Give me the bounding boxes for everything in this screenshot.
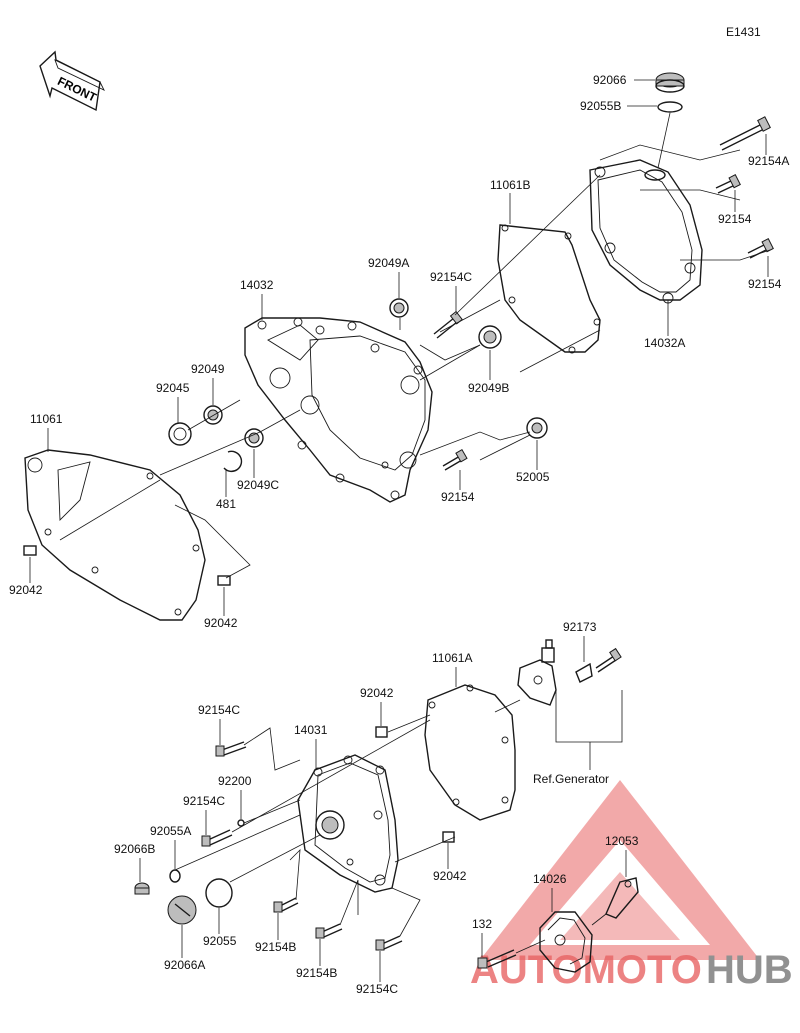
chain-guard-14026	[539, 911, 593, 973]
circlip-481	[223, 450, 243, 473]
oil-seal-92049B	[478, 325, 502, 349]
bolt-92154C-lower-2	[201, 829, 233, 847]
label-14031: 14031	[294, 723, 328, 737]
label-92154B-a: 92154B	[255, 940, 296, 954]
dowel-pin-92042-left	[23, 545, 37, 556]
label-14026: 14026	[533, 872, 567, 886]
label-132: 132	[472, 917, 492, 931]
label-92049C: 92049C	[237, 478, 279, 492]
label-11061A: 11061A	[432, 651, 472, 665]
generator-pickup-bracket	[517, 639, 557, 706]
label-52005: 52005	[516, 470, 550, 484]
label-92154C-bottom: 92154C	[356, 982, 398, 996]
label-11061B: 11061B	[490, 178, 530, 192]
bolt-92154B-a	[273, 897, 299, 913]
bolt-92154C-lower-1	[215, 741, 247, 757]
gasket-11061B	[497, 224, 601, 354]
watermark-text-left: AUTOMOTO	[470, 948, 702, 992]
bolt-92173	[595, 647, 622, 673]
label-92042-right: 92042	[204, 616, 238, 630]
clutch-cover-14031	[297, 754, 399, 893]
oil-seal-52005	[526, 417, 548, 439]
o-ring-92055B	[657, 101, 683, 113]
label-92154B-b: 92154B	[296, 966, 337, 980]
label-92066: 92066	[593, 73, 627, 87]
label-11061: 11061	[30, 412, 63, 426]
o-ring-92200	[237, 819, 245, 827]
dowel-pin-92042-lower-bottom	[442, 831, 455, 843]
plug-92066B	[134, 882, 150, 895]
front-arrow-icon: FRONT	[39, 50, 105, 112]
label-92154-lower: 92154	[748, 277, 782, 291]
watermark-triangle-mid	[560, 872, 680, 940]
crankcase-cover-14032	[244, 317, 433, 503]
bolt-92154-mid	[442, 448, 468, 471]
label-92055: 92055	[203, 934, 237, 948]
bolt-92154-lower	[747, 238, 774, 259]
label-92173: 92173	[563, 620, 597, 634]
label-14032: 14032	[240, 278, 274, 292]
bearing-92045	[168, 422, 192, 446]
o-ring-92055	[205, 878, 233, 908]
bolt-92154C-bottom	[375, 935, 403, 951]
bracket-12053	[605, 877, 639, 919]
label-92154-mid: 92154	[441, 490, 475, 504]
watermark-triangle-inner	[530, 840, 710, 945]
label-92042-lower-top: 92042	[360, 686, 394, 700]
label-12053: 12053	[605, 834, 639, 848]
label-92055A: 92055A	[150, 824, 191, 838]
bolt-92154A	[719, 116, 771, 151]
bolt-132	[477, 913, 607, 969]
o-ring-92055A	[169, 869, 181, 883]
label-92200: 92200	[218, 774, 252, 788]
label-92154C-lower-1: 92154C	[198, 703, 240, 717]
watermark-logo: AUTOMOTO HUB	[470, 780, 793, 992]
cap-92066A	[167, 895, 197, 925]
oil-filler-cap-92066	[655, 72, 685, 93]
clamp-92173	[575, 662, 593, 683]
label-92154C-lower-2: 92154C	[183, 794, 225, 808]
gasket-11061A	[424, 684, 516, 821]
label-92154A: 92154A	[748, 154, 789, 168]
label-92055B: 92055B	[580, 99, 621, 113]
label-14032A: 14032A	[644, 336, 685, 350]
label-92066B: 92066B	[114, 842, 155, 856]
label-92042-lower-bottom: 92042	[433, 869, 467, 883]
label-92154-upper: 92154	[718, 212, 752, 226]
label-92045: 92045	[156, 381, 190, 395]
bolt-92154-upper	[715, 174, 741, 194]
label-ref-generator: Ref.Generator	[533, 772, 609, 786]
label-92049B: 92049B	[468, 381, 509, 395]
dowel-pin-92042-right	[217, 575, 231, 586]
label-92049: 92049	[191, 362, 225, 376]
diagram-code: E1431	[726, 25, 761, 39]
dowel-pin-92042-lower-top	[375, 726, 388, 738]
bolt-92154C-top	[433, 310, 463, 339]
bolt-92154B-b	[315, 923, 343, 939]
watermark-text-right: HUB	[706, 948, 793, 992]
gasket-11061	[24, 449, 206, 621]
label-92049A: 92049A	[368, 256, 409, 270]
outer-cover-14032A	[589, 159, 703, 304]
label-92042-left: 92042	[9, 583, 43, 597]
label-92154C-top: 92154C	[430, 270, 472, 284]
label-481: 481	[216, 497, 236, 511]
oil-seal-92049	[203, 405, 223, 425]
label-92066A: 92066A	[164, 958, 205, 972]
oil-seal-92049A	[389, 298, 409, 318]
